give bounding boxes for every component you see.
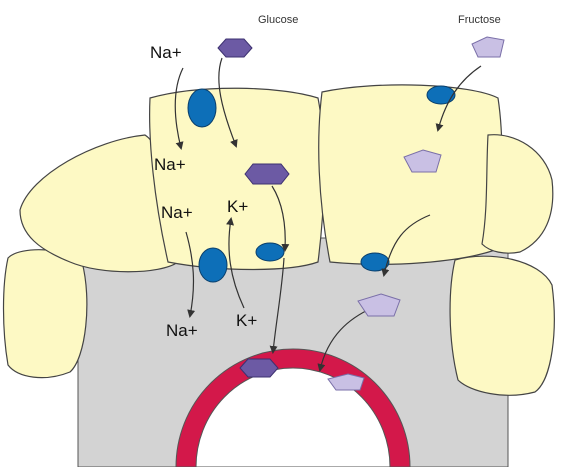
glucose-molecule-blood (239, 358, 279, 378)
na-label-cell-upper: Na+ (154, 155, 186, 174)
glucose-transporter-basolateral (255, 242, 285, 262)
arrow-na-influx (174, 67, 184, 150)
na-glucose-symporter (187, 88, 217, 128)
cell-far-right-upper (481, 134, 554, 254)
cell-far-left (2, 249, 88, 379)
arrow-fructose-influx (435, 65, 482, 132)
fructose-molecules (327, 36, 505, 391)
blood-vessel (175, 348, 411, 467)
arrow-na-efflux (185, 231, 196, 318)
fructose-molecule-cell (403, 149, 442, 173)
arrow-glucose-to-basolateral (271, 185, 290, 252)
k-label-interstitial: K+ (236, 311, 257, 330)
cell-center (149, 87, 325, 271)
vessel-lumen (195, 367, 391, 467)
epithelial-cells (2, 84, 555, 396)
transporters (187, 85, 456, 283)
na-label-cell-lower: Na+ (161, 203, 193, 222)
glucose-molecule-cell (244, 163, 290, 185)
labels: Glucose Fructose Na+ Na+ Na+ K+ Na+ K+ (150, 14, 501, 340)
fructose-transporter-basolateral (360, 252, 390, 272)
glucose-molecule-lumen (217, 38, 253, 58)
cell-far-right-lower (449, 255, 555, 396)
fructose-label: Fructose (458, 14, 501, 26)
arrow-glucose-to-blood (269, 257, 285, 354)
k-label-cell: K+ (227, 197, 248, 216)
fructose-molecule-lumen (471, 36, 505, 58)
fructose-transporter-apical (426, 85, 456, 105)
fructose-molecule-blood (327, 373, 365, 391)
fructose-molecule-interstitial (357, 293, 401, 317)
na-label-interstitial: Na+ (166, 321, 198, 340)
na-k-pump (198, 247, 228, 283)
glucose-molecules (217, 38, 290, 378)
na-label-lumen: Na+ (150, 43, 182, 62)
glucose-label: Glucose (258, 14, 298, 26)
transport-arrows (174, 57, 482, 372)
arrow-k-influx (226, 217, 245, 309)
arrow-fructose-to-basolateral (381, 214, 431, 277)
cell-right (318, 84, 503, 265)
arrow-glucose-influx (218, 57, 238, 148)
